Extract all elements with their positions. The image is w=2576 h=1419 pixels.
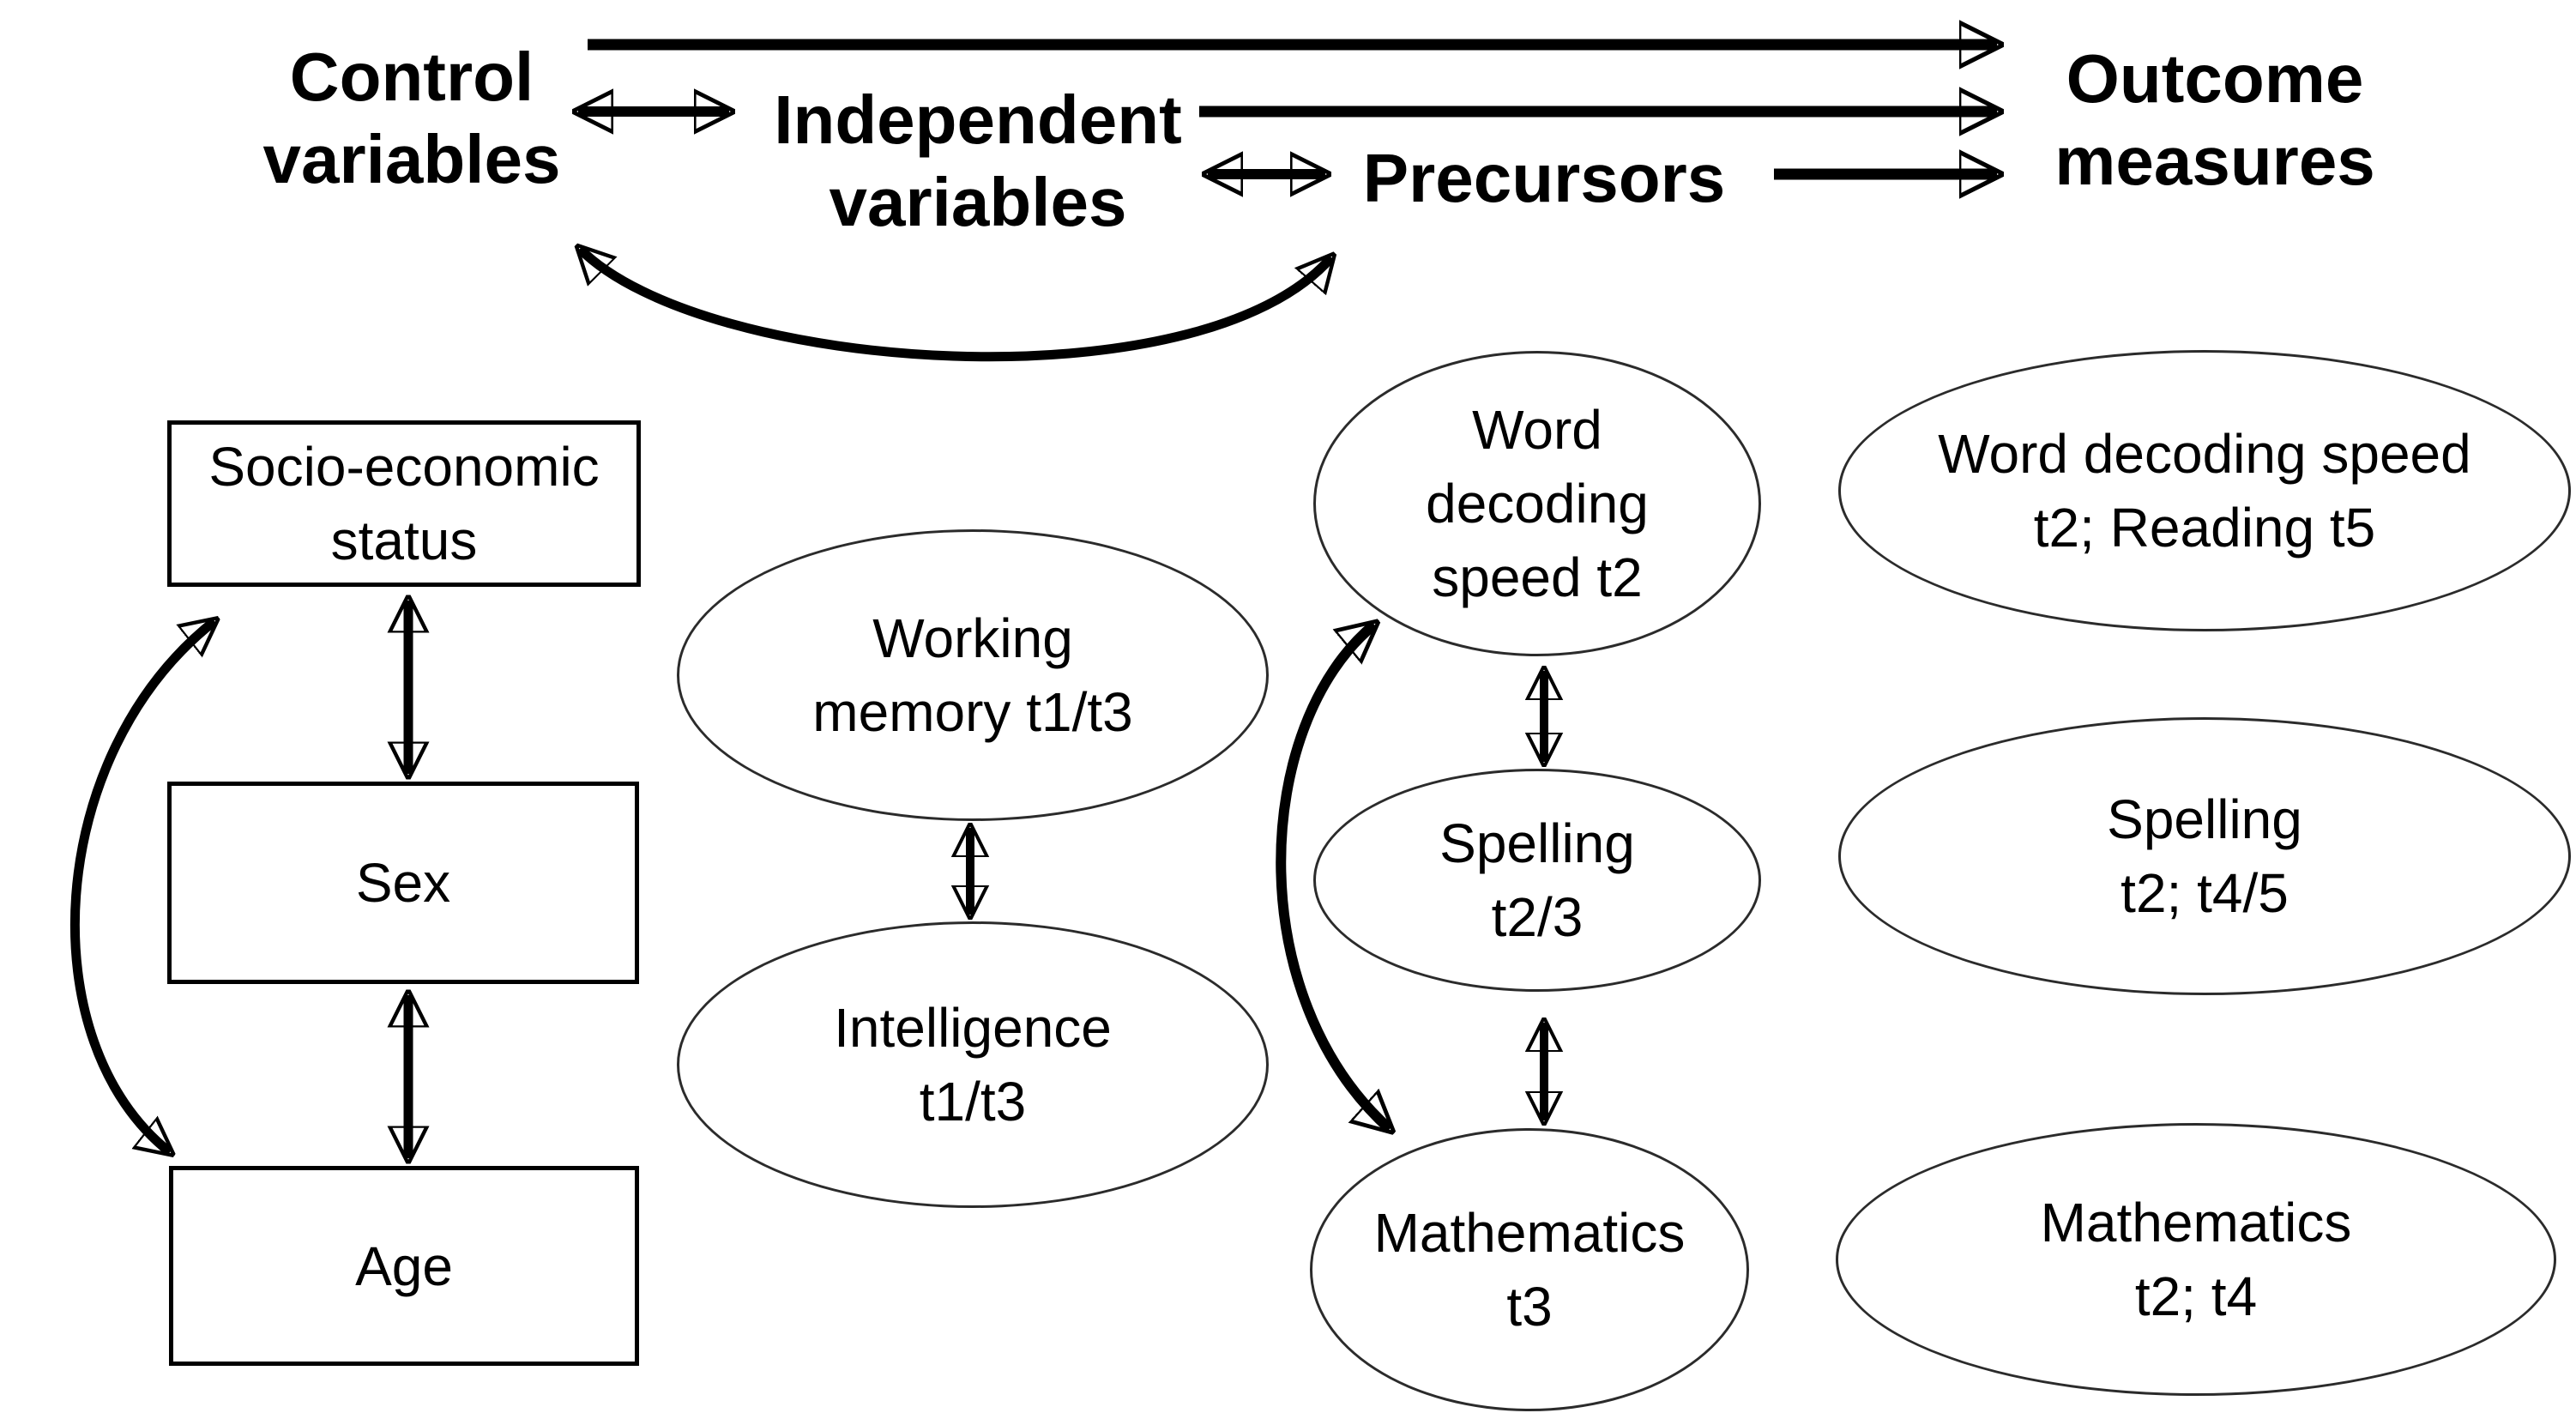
node-sex: Sex bbox=[167, 782, 639, 984]
header-control-variables: Control variables bbox=[262, 38, 561, 197]
node-intelligence: Intelligence t1/t3 bbox=[677, 921, 1269, 1208]
node-socio-economic-status: Socio-economic status bbox=[167, 420, 641, 587]
header-independent-variables: Independent variables bbox=[774, 81, 1182, 240]
arrow-curved-ses-age bbox=[69, 621, 214, 1152]
node-mathematics-t3: Mathematics t3 bbox=[1310, 1128, 1749, 1411]
node-age: Age bbox=[169, 1166, 639, 1366]
node-spelling-t23: Spelling t2/3 bbox=[1313, 769, 1761, 992]
header-precursors: Precursors bbox=[1362, 140, 1726, 216]
node-outcome-mathematics: Mathematics t2; t4 bbox=[1836, 1123, 2556, 1396]
node-word-decoding-speed: Word decoding speed t2 bbox=[1313, 351, 1761, 656]
header-outcome-measures: Outcome measures bbox=[2054, 39, 2375, 199]
arrow-curved-control-precursors bbox=[580, 249, 1331, 362]
node-outcome-word-decoding-reading: Word decoding speed t2; Reading t5 bbox=[1838, 350, 2571, 631]
node-working-memory: Working memory t1/t3 bbox=[677, 529, 1269, 821]
arrow-curved-worddecoding-mathematics bbox=[1276, 625, 1390, 1129]
node-outcome-spelling: Spelling t2; t4/5 bbox=[1838, 717, 2571, 995]
